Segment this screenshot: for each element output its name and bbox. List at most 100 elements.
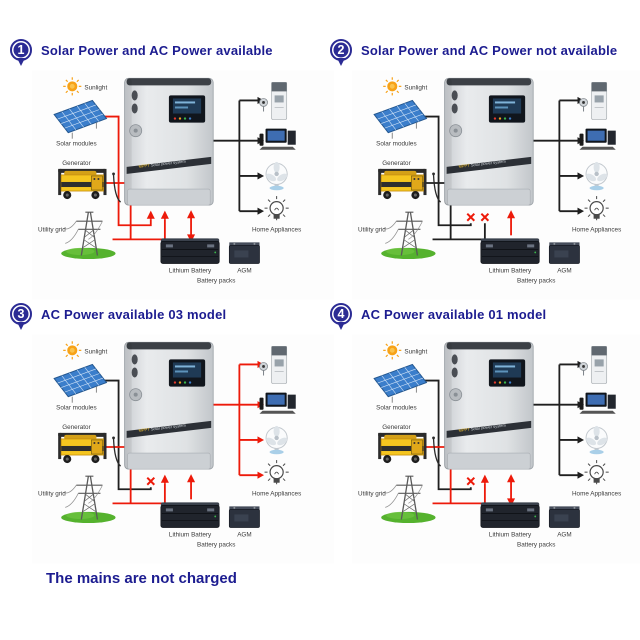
generator-icon — [58, 432, 107, 464]
solar-modules-label: Solar modules — [376, 141, 416, 148]
sunlight-label: Sunlight — [84, 348, 107, 355]
light-bulb-icon — [584, 196, 609, 221]
utility-grid-label: Utility grid — [358, 490, 386, 497]
panel-4: 4 AC Power available 01 model — [330, 296, 640, 564]
svg-text:MPPT Solar power system: MPPT Solar power system — [138, 158, 186, 168]
generator-label: Generator — [62, 424, 90, 431]
solar-power-line — [416, 115, 472, 227]
blocked-x-mark — [480, 212, 490, 222]
generator-icon — [378, 168, 427, 200]
panel-3: 3 AC Power available 03 model — [10, 296, 334, 587]
battery-flow-arrow — [187, 474, 196, 500]
appliance-line — [213, 363, 258, 477]
sun-icon — [63, 77, 82, 96]
home-appliances-icons — [259, 345, 296, 485]
agm-label: AGM — [237, 532, 251, 539]
blocked-x-mark — [146, 476, 156, 486]
panel-1-header: 1 Solar Power and AC Power available — [10, 32, 326, 68]
sun-icon — [383, 77, 402, 96]
fan-icon — [585, 161, 608, 191]
home-appliances-label: Home Appliances — [572, 490, 621, 497]
panel-note: The mains are not charged — [46, 570, 237, 587]
fan-icon — [585, 425, 608, 455]
utility-grid-icon — [61, 211, 116, 259]
sunlight-label: Sunlight — [84, 84, 107, 91]
antenna — [432, 174, 442, 203]
system-diagram: MPPT Solar power system — [352, 70, 640, 300]
water-dispenser-icon — [259, 81, 288, 120]
generator-label: Generator — [62, 160, 90, 167]
agm-label: AGM — [557, 268, 571, 275]
generator-icon — [58, 168, 107, 200]
sunlight-label: Sunlight — [404, 84, 427, 91]
panel-number-pin: 1 — [10, 39, 32, 61]
lithium-battery-label: Lithium Battery — [169, 532, 212, 539]
blocked-x-mark — [466, 212, 476, 222]
computer-icon — [259, 392, 296, 414]
lithium-battery-label: Lithium Battery — [489, 268, 532, 275]
sunlight-label: Sunlight — [404, 348, 427, 355]
solar-panel-icon — [373, 363, 428, 403]
water-dispenser-icon — [579, 345, 608, 384]
inverter-icon: MPPT Solar power system — [112, 341, 214, 470]
antenna — [112, 174, 122, 203]
fan-icon — [265, 425, 288, 455]
solar-panel-icon — [373, 99, 428, 139]
appliance-line — [213, 99, 258, 213]
solar-panel-icon — [53, 99, 108, 139]
solar-power-line — [416, 379, 472, 491]
agm-label: AGM — [237, 268, 251, 275]
water-dispenser-icon — [259, 345, 288, 384]
antenna — [432, 438, 442, 467]
solar-modules-label: Solar modules — [56, 405, 96, 412]
solar-power-line — [96, 379, 152, 491]
home-appliances-icons — [579, 345, 616, 485]
utility-grid-label: Utility grid — [38, 490, 66, 497]
lithium-battery-label: Lithium Battery — [169, 268, 212, 275]
battery-packs-label: Battery packs — [517, 542, 555, 549]
panel-2: 2 Solar Power and AC Power not available — [330, 32, 640, 300]
inverter-icon: MPPT Solar power system — [432, 77, 534, 206]
panel-title: Solar Power and AC Power available — [41, 42, 273, 58]
inverter-icon: MPPT Solar power system — [112, 77, 214, 206]
utility-grid-icon — [381, 475, 436, 523]
power-arrow-up — [160, 474, 169, 483]
solar-power-line — [96, 115, 152, 227]
panel-2-header: 2 Solar Power and AC Power not available — [330, 32, 640, 68]
panel-4-header: 4 AC Power available 01 model — [330, 296, 640, 332]
battery-packs-icon — [480, 502, 580, 528]
light-bulb-icon — [584, 460, 609, 485]
panel-number-pin: 2 — [330, 39, 352, 61]
home-appliances-label: Home Appliances — [572, 226, 621, 233]
fan-icon — [265, 161, 288, 191]
solar-panel-icon — [53, 363, 108, 403]
utility-grid-label: Utility grid — [38, 226, 66, 233]
light-bulb-icon — [264, 196, 289, 221]
generator-icon — [378, 432, 427, 464]
panel-title: AC Power available 03 model — [41, 306, 227, 322]
sun-icon — [63, 341, 82, 360]
battery-packs-label: Battery packs — [517, 278, 555, 285]
blocked-x-mark — [466, 476, 476, 486]
agm-label: AGM — [557, 532, 571, 539]
panel-title: AC Power available 01 model — [361, 306, 547, 322]
appliance-line — [533, 99, 578, 213]
power-arrow-up — [160, 210, 169, 219]
system-diagram: MPPT Solar power system — [352, 334, 640, 564]
panel-number-pin: 3 — [10, 303, 32, 325]
system-diagram: MPPT Solar power system — [32, 334, 334, 564]
battery-flow-arrow — [507, 210, 516, 236]
system-diagram: MPPT Solar power system — [32, 70, 334, 300]
inverter-icon: MPPT Solar power system — [432, 341, 534, 470]
home-appliances-label: Home Appliances — [252, 226, 301, 233]
svg-text:MPPT Solar power system: MPPT Solar power system — [458, 422, 506, 432]
panel-3-header: 3 AC Power available 03 model — [10, 296, 326, 332]
panel-title: Solar Power and AC Power not available — [361, 42, 618, 58]
solar-modules-label: Solar modules — [376, 405, 416, 412]
water-dispenser-icon — [579, 81, 608, 120]
svg-text:MPPT Solar power system: MPPT Solar power system — [458, 158, 506, 168]
lithium-battery-label: Lithium Battery — [489, 532, 532, 539]
sun-icon — [383, 341, 402, 360]
battery-packs-label: Battery packs — [197, 542, 235, 549]
